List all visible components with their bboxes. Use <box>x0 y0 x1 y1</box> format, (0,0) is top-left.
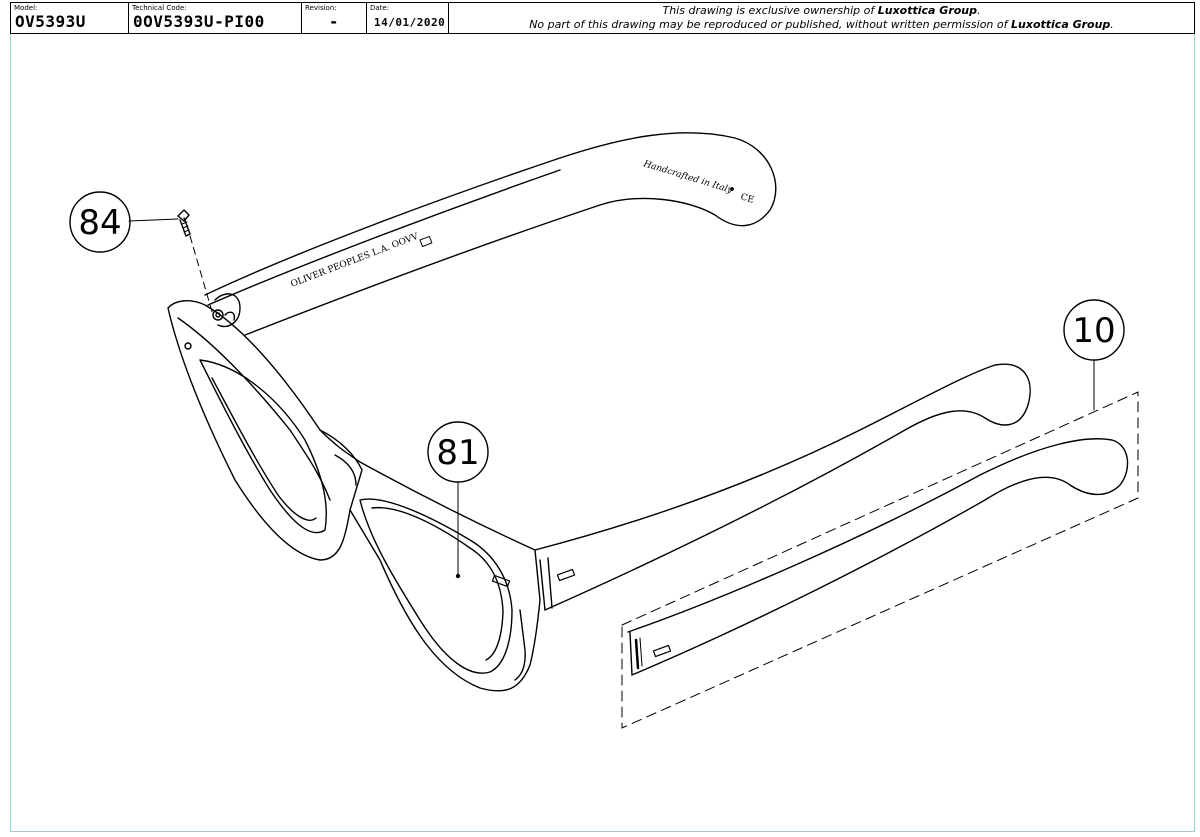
notice-owner-2: Luxottica Group <box>1011 18 1111 31</box>
model-label: Model: <box>14 4 38 12</box>
callout-10: 10 <box>1063 299 1125 361</box>
date-value: 14/01/2020 <box>374 16 446 29</box>
callout-81-label: 81 <box>436 433 479 473</box>
back-temple <box>204 132 777 336</box>
temple-brand-engraving: OLIVER PEOPLES L.A. OOVV <box>289 232 420 290</box>
technical-code-value: 0OV5393U-PI00 <box>133 12 265 31</box>
model-cell: Model: OV5393U <box>11 3 129 33</box>
technical-code-cell: Technical Code: 0OV5393U-PI00 <box>129 3 302 33</box>
temple-model-box <box>419 235 433 248</box>
date-label: Date: <box>370 4 390 12</box>
revision-value: - <box>328 12 340 31</box>
replacement-temple <box>621 391 1139 729</box>
technical-code-label: Technical Code: <box>132 4 187 12</box>
leader-line-84 <box>128 218 179 222</box>
front-frame <box>167 300 541 692</box>
revision-cell: Revision: - <box>302 3 367 33</box>
notice-line-2: No part of this drawing may be reproduce… <box>529 18 1114 31</box>
notice-owner-1: Luxottica Group <box>877 4 978 17</box>
ce-mark-engraving: CE <box>739 192 755 206</box>
screw-part <box>177 209 191 237</box>
callout-84-label: 84 <box>78 203 121 243</box>
callout-10-label: 10 <box>1072 311 1115 351</box>
leader-dashed-84 <box>189 235 214 316</box>
revision-label: Revision: <box>305 4 337 12</box>
date-cell: Date: 14/01/2020 <box>367 3 449 33</box>
callout-81: 81 <box>427 421 489 483</box>
model-value: OV5393U <box>15 12 86 31</box>
notice-line-1: This drawing is exclusive ownership of L… <box>662 4 981 17</box>
front-temple <box>534 363 1031 611</box>
title-block: Model: OV5393U Technical Code: 0OV5393U-… <box>10 2 1195 34</box>
ownership-notice: This drawing is exclusive ownership of L… <box>449 3 1194 33</box>
temple-dot <box>730 187 734 191</box>
callout-84: 84 <box>69 191 131 253</box>
temple-tip-engraving: Handcrafted in Italy <box>641 159 734 196</box>
replacement-temple-dashed-box <box>621 391 1139 729</box>
leader-dot-81 <box>455 573 461 579</box>
